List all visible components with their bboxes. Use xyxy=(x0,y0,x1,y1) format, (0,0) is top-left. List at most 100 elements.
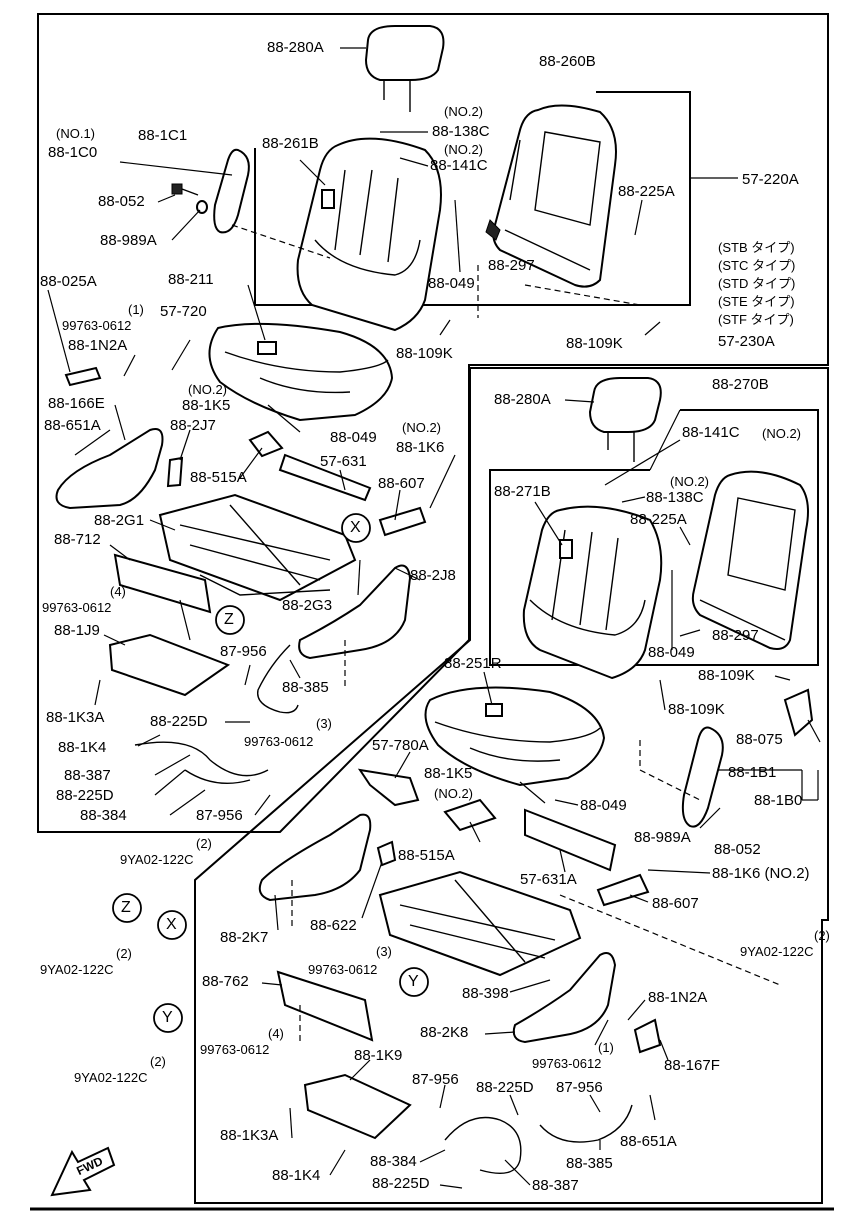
label-ste-type: (STE タイプ) xyxy=(718,294,795,309)
label-88-1K6-upper: 88-1K6 xyxy=(396,439,445,456)
label-88-052-lower: 88-052 xyxy=(714,841,761,858)
seat-back-frame-lower xyxy=(691,470,809,650)
label-no2-a: (NO.2) xyxy=(444,104,483,119)
label-88-225A-lower: 88-225A xyxy=(630,511,687,528)
side-panel-2J8 xyxy=(298,564,412,660)
label-88-141C-lower: 88-141C xyxy=(682,424,740,441)
label-88-138C-lower: 88-138C xyxy=(646,489,704,506)
bracket-57780A xyxy=(357,768,420,807)
marker-y-left xyxy=(153,1003,183,1033)
trim-607-upper xyxy=(378,506,427,537)
fwd-arrow-icon xyxy=(50,1146,116,1197)
label-88-2K8: 88-2K8 xyxy=(420,1024,469,1041)
marker-letter-x-top: X xyxy=(350,519,361,536)
label-88-1K3A-upper: 88-1K3A xyxy=(46,709,105,726)
headrest-lower xyxy=(588,377,662,462)
harness-385-lower xyxy=(539,1104,633,1143)
label-88-2G3: 88-2G3 xyxy=(282,597,333,614)
label-88-712: 88-712 xyxy=(54,531,101,548)
label-stf-type: (STF タイプ) xyxy=(718,312,794,327)
label-88-211: 88-211 xyxy=(168,271,214,288)
label-88-271B: 88-271B xyxy=(494,483,551,500)
label-88-1K5-lower: 88-1K5 xyxy=(424,765,473,782)
label-88-049-d: 88-049 xyxy=(580,797,627,814)
label-no1: (NO.1) xyxy=(56,126,95,141)
skirt-762 xyxy=(276,970,374,1042)
label-88-166E: 88-166E xyxy=(48,395,105,412)
label-57-631: 57-631 xyxy=(320,453,367,470)
label-no2-f: (NO.2) xyxy=(670,474,709,489)
label-88-398: 88-398 xyxy=(462,985,509,1002)
label-87-956-a: 87-956 xyxy=(220,643,267,660)
label-88-651A-upper: 88-651A xyxy=(44,417,101,434)
label-88-109K-d: 88-109K xyxy=(668,701,725,718)
cover-025A xyxy=(64,366,102,387)
label-88-141C-upper: 88-141C xyxy=(430,157,488,174)
label-88-385-lower: 88-385 xyxy=(566,1155,613,1172)
marker-z-left xyxy=(112,893,142,923)
label-57-631A: 57-631A xyxy=(520,871,577,888)
label-87-956-c: 87-956 xyxy=(412,1071,459,1088)
marker-y-mid xyxy=(399,967,429,997)
side-panel-2K8 xyxy=(512,952,617,1044)
label-88-225D-c: 88-225D xyxy=(476,1079,534,1096)
label-9YA02-a: 9YA02-122C xyxy=(120,852,194,867)
label-88-1N2A-upper: 88-1N2A xyxy=(68,337,128,354)
label-88-1K4-lower: 88-1K4 xyxy=(272,1167,321,1184)
label-88-622: 88-622 xyxy=(310,917,357,934)
side-shield-2K7 xyxy=(258,813,372,902)
label-88-075: 88-075 xyxy=(736,731,783,748)
label-99763-d: 99763-0612 xyxy=(308,962,378,977)
knob-622 xyxy=(376,840,397,867)
seat-cushion-upper xyxy=(208,322,394,422)
label-88-1K9: 88-1K9 xyxy=(354,1047,403,1064)
pad-515A-lower xyxy=(443,798,497,832)
label-88-1N2A-lower: 88-1N2A xyxy=(648,989,708,1006)
label-88-515A-lower: 88-515A xyxy=(398,847,455,864)
cover-075 xyxy=(783,688,814,737)
marker-letter-y-mid: Y xyxy=(408,973,419,990)
harness-384-upper xyxy=(134,741,269,777)
marker-letter-z-left: Z xyxy=(121,899,131,916)
label-88-280A-lower: 88-280A xyxy=(494,391,551,408)
label-88-049-a: 88-049 xyxy=(428,275,475,292)
label-88-1K6-lower: 88-1K6 (NO.2) xyxy=(712,865,810,882)
seat-back-frame-upper xyxy=(485,104,617,288)
marker-letter-y-left: Y xyxy=(162,1009,173,1026)
label-57-230A: 57-230A xyxy=(718,333,775,350)
headrest-upper xyxy=(364,25,445,112)
label-87-956-b: 87-956 xyxy=(196,807,243,824)
marker-letter-x-left: X xyxy=(166,916,177,933)
label-88-515A-upper: 88-515A xyxy=(190,469,247,486)
cover-167F xyxy=(633,1018,662,1054)
label-88-049-b: 88-049 xyxy=(330,429,377,446)
label-57-220A: 57-220A xyxy=(742,171,799,188)
label-88-607-upper: 88-607 xyxy=(378,475,425,492)
group-frame-lower xyxy=(194,367,829,1204)
marker-letter-z-top: Z xyxy=(224,611,234,628)
label-88-651A-lower: 88-651A xyxy=(620,1133,677,1150)
label-88-280A-upper: 88-280A xyxy=(267,39,324,56)
label-57-720: 57-720 xyxy=(160,303,207,320)
label-88-1K5-upper: 88-1K5 xyxy=(182,397,231,414)
label-88-109K-b: 88-109K xyxy=(566,335,623,352)
label-88-225D-b: 88-225D xyxy=(56,787,114,804)
label-99763-f: 99763-0612 xyxy=(532,1056,602,1071)
label-88-1K3A-lower: 88-1K3A xyxy=(220,1127,279,1144)
label-qty-2-d: (2) xyxy=(150,1054,166,1069)
label-88-138C-upper: 88-138C xyxy=(432,123,490,140)
label-88-607-lower: 88-607 xyxy=(652,895,699,912)
frame-270B xyxy=(489,409,819,666)
label-qty-4-a: (4) xyxy=(110,584,126,599)
label-88-1J9: 88-1J9 xyxy=(54,622,100,639)
label-88-167F: 88-167F xyxy=(664,1057,720,1074)
label-88-297-upper: 88-297 xyxy=(488,257,535,274)
label-88-225D-d: 88-225D xyxy=(372,1175,430,1192)
label-99763-e: 99763-0612 xyxy=(200,1042,270,1057)
label-88-1B1: 88-1B1 xyxy=(728,764,777,781)
label-88-1K4-upper: 88-1K4 xyxy=(58,739,107,756)
trim-57631A xyxy=(524,808,617,872)
label-88-109K-c: 88-109K xyxy=(698,667,755,684)
label-88-270B: 88-270B xyxy=(712,376,769,393)
label-88-1C1: 88-1C1 xyxy=(138,127,188,144)
